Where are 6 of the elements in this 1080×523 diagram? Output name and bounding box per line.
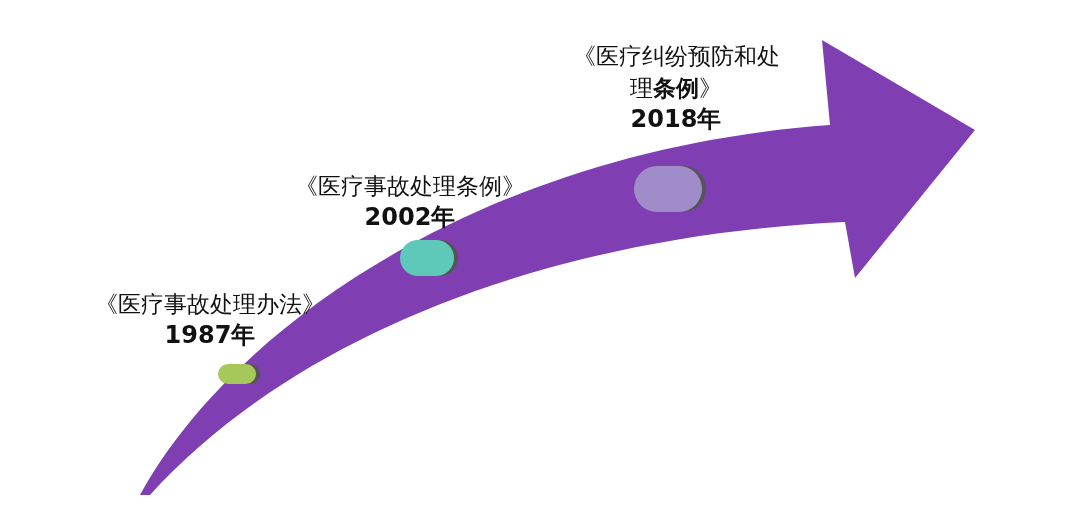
regulation-title: 《医疗纠纷预防和处理条例》 xyxy=(571,42,781,103)
regulation-title: 《医疗事故处理办法》 xyxy=(95,290,325,319)
year-label: 2018年 xyxy=(630,104,722,134)
regulation-title: 《医疗事故处理条例》 xyxy=(295,172,525,201)
year-label: 2002年 xyxy=(364,202,456,232)
year-label: 1987年 xyxy=(164,320,256,350)
